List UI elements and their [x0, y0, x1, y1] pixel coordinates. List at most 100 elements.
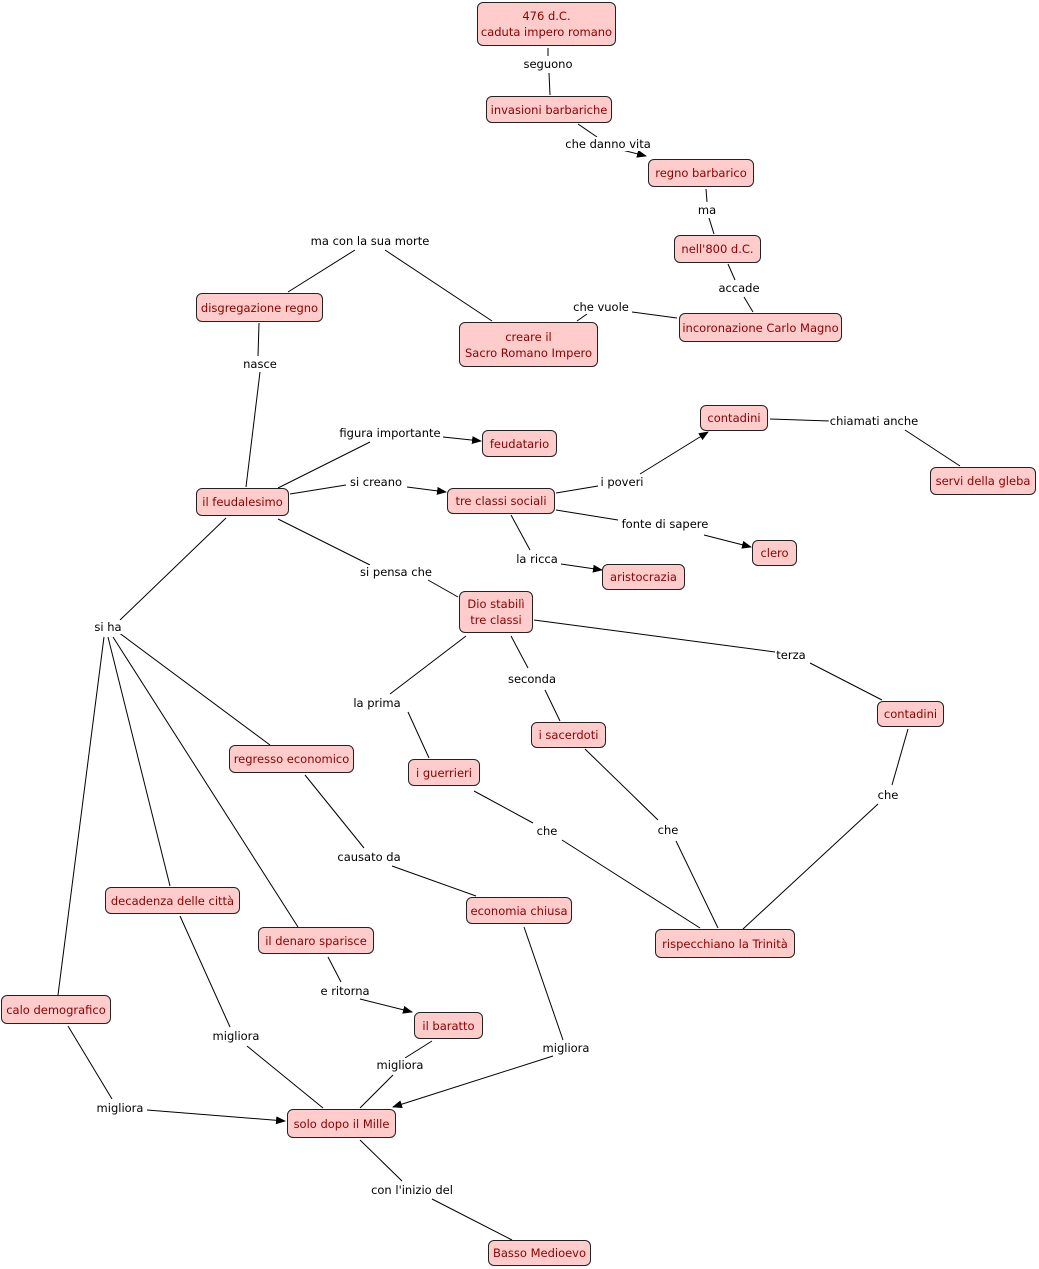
- connector-line: [473, 790, 534, 824]
- connector-line: [359, 998, 413, 1014]
- concept-node-servi[interactable]: servi della gleba: [930, 467, 1036, 495]
- connector-line: [891, 728, 909, 786]
- concept-node-nell800[interactable]: nell'800 d.C.: [674, 235, 761, 263]
- link-label-migliora2: migliora: [375, 1058, 425, 1072]
- link-label-prima: la prima: [352, 696, 402, 710]
- concept-node-guerrieri[interactable]: i guerrieri: [408, 759, 480, 786]
- connector-line: [727, 263, 736, 281]
- connector-line: [742, 803, 879, 930]
- connector-line: [407, 711, 430, 759]
- connector-line: [510, 635, 529, 669]
- connector-line: [246, 1045, 324, 1109]
- link-label-figura: figura importante: [338, 426, 442, 440]
- connector-line: [675, 840, 719, 929]
- concept-node-feudalesimo[interactable]: il feudalesimo: [196, 488, 289, 516]
- connector-line: [904, 429, 961, 467]
- link-label-accade: accade: [717, 281, 761, 295]
- connector-line: [703, 534, 752, 549]
- concept-node-contadini-right[interactable]: contadini: [877, 701, 944, 727]
- link-label-migliora3: migliora: [541, 1041, 591, 1055]
- link-label-chiamati: chiamati anche: [828, 414, 920, 428]
- connector-line: [555, 509, 619, 521]
- connector-line: [533, 619, 776, 653]
- concept-node-sacro-romano[interactable]: creare il Sacro Romano Impero: [459, 322, 598, 367]
- link-label-terza: terza: [775, 648, 807, 662]
- connector-line: [359, 1074, 394, 1109]
- link-label-causato: causato da: [336, 850, 402, 864]
- connector-line: [404, 1040, 433, 1059]
- concept-node-tre-classi[interactable]: tre classi sociali: [447, 488, 555, 514]
- concept-node-clero[interactable]: clero: [752, 540, 797, 566]
- connector-line: [743, 296, 754, 313]
- connector-line: [112, 636, 299, 928]
- connector-line: [304, 774, 365, 849]
- concept-node-decadenza[interactable]: decadenza delle città: [105, 887, 240, 914]
- concept-node-baratto[interactable]: il baratto: [414, 1012, 483, 1039]
- link-label-inizio: con l'inizio del: [370, 1183, 454, 1197]
- link-label-ma: ma: [696, 203, 718, 217]
- link-label-che2: che: [656, 823, 680, 837]
- link-label-migliora4: migliora: [95, 1101, 145, 1115]
- connector-line: [392, 1055, 554, 1109]
- link-label-fonte: fonte di sapere: [620, 517, 710, 531]
- concept-node-basso[interactable]: Basso Medioevo: [488, 1240, 591, 1266]
- link-label-che1: che: [535, 824, 559, 838]
- link-label-poveri: i poveri: [599, 475, 645, 489]
- connector-line: [406, 486, 447, 495]
- connector-line: [245, 371, 261, 488]
- connector-line: [561, 839, 701, 929]
- connector-line: [544, 689, 561, 722]
- concept-node-dio[interactable]: Dio stabilì tre classi: [459, 591, 533, 633]
- link-label-che-danno-vita: che danno vita: [564, 137, 652, 151]
- connector-line: [277, 518, 371, 566]
- concept-node-contadini-top[interactable]: contadini: [700, 405, 768, 431]
- concept-node-disgregazione[interactable]: disgregazione regno: [196, 293, 323, 322]
- concept-node-feudatario[interactable]: feudatario: [482, 430, 557, 457]
- concept-node-calo[interactable]: calo demografico: [1, 995, 111, 1024]
- link-label-che3: che: [876, 788, 900, 802]
- connector-line: [107, 636, 171, 887]
- connector-line: [427, 579, 459, 598]
- concept-node-regresso[interactable]: regresso economico: [229, 745, 354, 773]
- concept-node-economia[interactable]: economia chiusa: [466, 897, 572, 924]
- connector-line: [523, 926, 564, 1041]
- link-label-seconda: seconda: [506, 672, 558, 686]
- concept-node-invasioni[interactable]: invasioni barbariche: [486, 96, 612, 123]
- connector-line: [576, 313, 588, 322]
- connector-line: [277, 441, 371, 489]
- concept-node-trinita[interactable]: rispecchiano la Trinità: [655, 929, 795, 958]
- link-label-seguono: seguono: [522, 57, 574, 71]
- connector-line: [555, 485, 599, 494]
- connector-line: [119, 517, 227, 621]
- connector-line: [621, 149, 647, 158]
- link-label-nasce: nasce: [242, 357, 278, 371]
- concept-node-caduta[interactable]: 476 d.C. caduta impero romano: [477, 2, 616, 46]
- concept-node-sacerdoti[interactable]: i sacerdoti: [531, 722, 606, 748]
- link-label-migliora1: migliora: [211, 1029, 261, 1043]
- link-label-morte: ma con la sua morte: [309, 234, 431, 248]
- connector-line: [510, 514, 531, 551]
- connector-line: [631, 311, 678, 319]
- connector-line: [809, 662, 883, 701]
- link-label-si-ha: si ha: [93, 620, 123, 634]
- connector-line: [257, 322, 260, 357]
- link-label-che-vuole: che vuole: [572, 300, 630, 314]
- concept-node-incoronazione[interactable]: incoronazione Carlo Magno: [679, 313, 842, 342]
- concept-node-denaro[interactable]: il denaro sparisce: [258, 927, 374, 954]
- concept-node-mille[interactable]: solo dopo il Mille: [287, 1109, 396, 1138]
- connector-line: [384, 249, 493, 322]
- connector-line: [577, 123, 598, 138]
- link-label-si-pensa: si pensa che: [359, 565, 433, 579]
- connector-line: [639, 431, 709, 475]
- connector-line: [584, 748, 659, 821]
- connector-line: [179, 915, 231, 1028]
- link-label-ritorna: e ritorna: [319, 984, 371, 998]
- connector-line: [359, 1139, 403, 1182]
- connector-line: [705, 188, 708, 203]
- connector-line: [560, 563, 603, 573]
- connector-line: [389, 635, 467, 695]
- concept-node-aristocrazia[interactable]: aristocrazia: [602, 564, 685, 590]
- connector-line: [708, 217, 715, 235]
- connector-line: [57, 636, 105, 996]
- concept-node-regno-barbarico[interactable]: regno barbarico: [648, 159, 754, 187]
